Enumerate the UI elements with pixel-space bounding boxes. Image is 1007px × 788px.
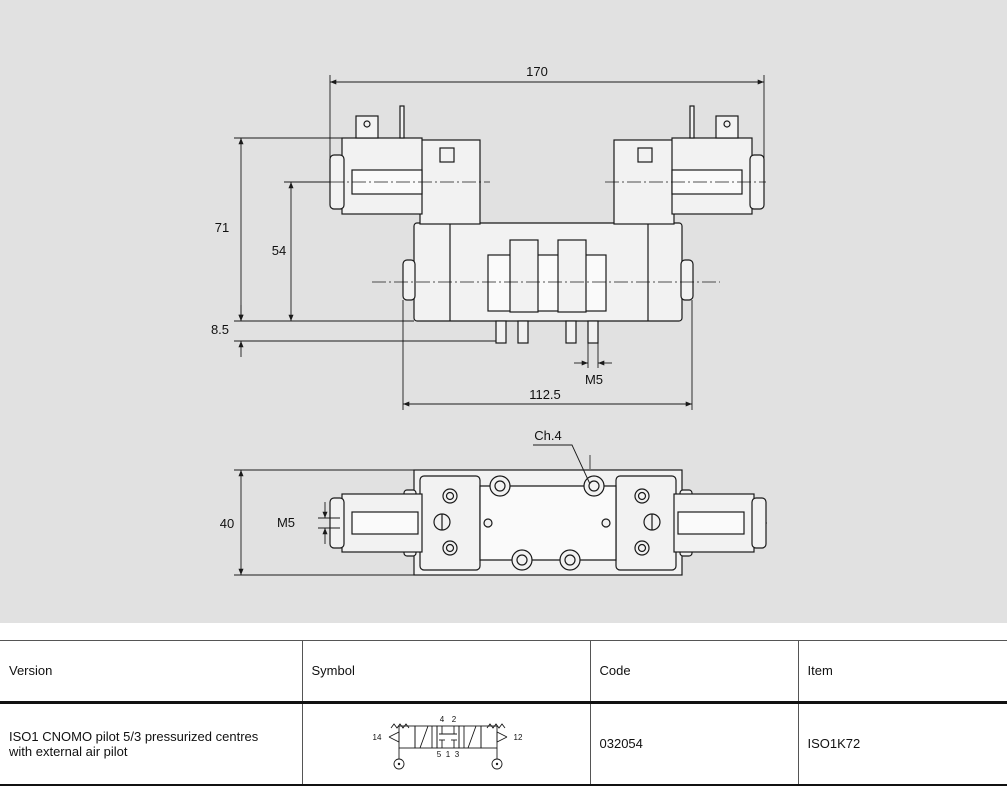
dim-8-5: 8.5 [211, 322, 229, 337]
left-solenoid [329, 105, 481, 225]
table-row: ISO1 CNOMO pilot 5/3 pressurized centres… [0, 702, 1007, 786]
dim-112-5: 112.5 [529, 387, 561, 402]
top-view [329, 469, 767, 576]
port-stud [517, 320, 529, 344]
cell-code: 032054 [589, 702, 798, 786]
dim-chamfer: Ch.4 [534, 428, 561, 443]
cell-symbol: 4 2 5 1 3 14 12 [301, 702, 590, 786]
right-solenoid [613, 105, 765, 225]
header-code: Code [589, 641, 798, 704]
top-dimension-lines [234, 444, 591, 576]
table-header-row: Version Symbol Code Item [0, 641, 1007, 704]
valve-symbol-icon: 4 2 5 1 3 14 12 [372, 715, 522, 769]
valve-technical-drawing: 170 71 54 8.5 M5 112.5 Ch.4 40 M5 [211, 64, 770, 576]
header-symbol: Symbol [301, 641, 590, 704]
front-view [329, 105, 765, 344]
dim-71: 71 [215, 220, 229, 235]
symbol-pilot-12: 12 [513, 733, 522, 742]
header-item: Item [797, 641, 1007, 704]
version-line-1: ISO1 CNOMO pilot 5/3 pressurized centres [9, 728, 259, 744]
dim-m5-port: M5 [585, 372, 603, 387]
symbol-port-3: 3 [454, 750, 459, 759]
symbol-port-5: 5 [436, 750, 441, 759]
port-stud [587, 320, 599, 344]
symbol-port-4: 4 [439, 715, 444, 724]
port-stud [565, 320, 577, 344]
table-top-rule [0, 640, 1007, 641]
dim-170: 170 [526, 64, 548, 79]
dim-40: 40 [220, 516, 234, 531]
port-stud [495, 320, 507, 344]
dim-54: 54 [272, 243, 286, 258]
symbol-port-1: 1 [445, 750, 450, 759]
dimension-lines [234, 75, 765, 410]
symbol-port-2: 2 [451, 715, 456, 724]
symbol-pilot-14: 14 [372, 733, 381, 742]
dim-m5-pilot: M5 [277, 515, 295, 530]
version-line-2: with external air pilot [9, 743, 128, 759]
spec-table: Version Symbol Code Item ISO1 CNOMO pilo… [0, 641, 1007, 786]
cell-version: ISO1 CNOMO pilot 5/3 pressurized centres… [0, 702, 302, 786]
drawing-panel: 170 71 54 8.5 M5 112.5 Ch.4 40 M5 [0, 0, 1007, 623]
cell-item: ISO1K72 [797, 702, 1007, 786]
header-version: Version [0, 641, 302, 704]
